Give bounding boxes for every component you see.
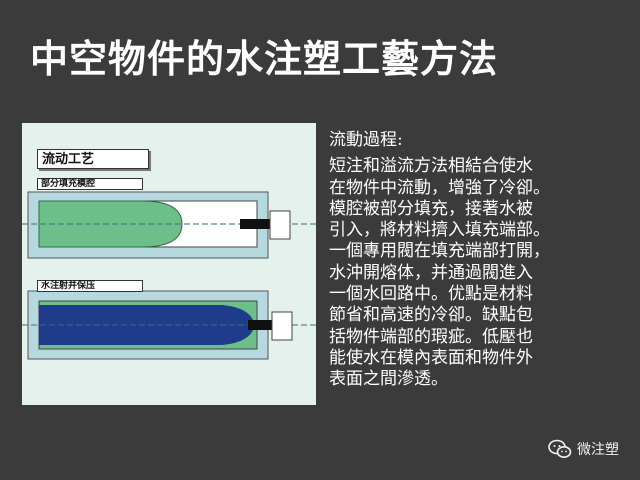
description-line: 引入，將材料擠入填充端部。 (329, 220, 550, 241)
description-line: 節省和高速的冷卻。缺點包 (329, 305, 533, 326)
slide-title: 中空物件的水注塑工藝方法 (30, 37, 499, 81)
description-line: 能使水在模內表面和物件外 (329, 347, 533, 368)
process-diagram: 流动工艺 部分填充模腔 水注射并保压 (22, 123, 316, 405)
description-line: 括物件端部的瑕疵。低壓也 (329, 326, 533, 347)
watermark: 微注塑 (548, 438, 619, 460)
watermark-text: 微注塑 (577, 442, 619, 458)
description-line: 表面之間滲透。 (329, 369, 448, 390)
partial-fill-mold (22, 191, 316, 259)
water-injection-mold (22, 290, 316, 360)
diagram-title-label: 流动工艺 (37, 149, 149, 169)
water-injection-label: 水注射并保压 (37, 280, 143, 292)
description-line: 短注和溢流方法相結合使水 (329, 156, 533, 177)
upper-melt (38, 200, 183, 248)
process-diagram-drawing (22, 191, 316, 360)
lower-water-core (39, 305, 254, 345)
lower-valve-housing (271, 311, 293, 341)
description-line: 一個水回路中。优點是材料 (329, 284, 533, 305)
description-line: 模腔被部分填充，接著水被 (329, 198, 533, 219)
description-heading: 流動過程: (329, 130, 403, 150)
description-line: 水沖開熔体，并通過閥進入 (329, 262, 533, 283)
partial-fill-label: 部分填充模腔 (37, 178, 143, 190)
upper-valve-pin (240, 219, 276, 229)
description-text: 流動過程: 短注和溢流方法相結合使水 在物件中流動，增強了冷卻。 模腔被部分填充… (329, 130, 629, 391)
wechat-icon (548, 439, 572, 458)
lower-valve-pin (248, 320, 278, 330)
description-line: 一個專用閥在填充端部打開， (329, 241, 550, 262)
upper-valve-housing (269, 210, 291, 240)
description-line: 在物件中流動，增強了冷卻。 (329, 177, 550, 198)
